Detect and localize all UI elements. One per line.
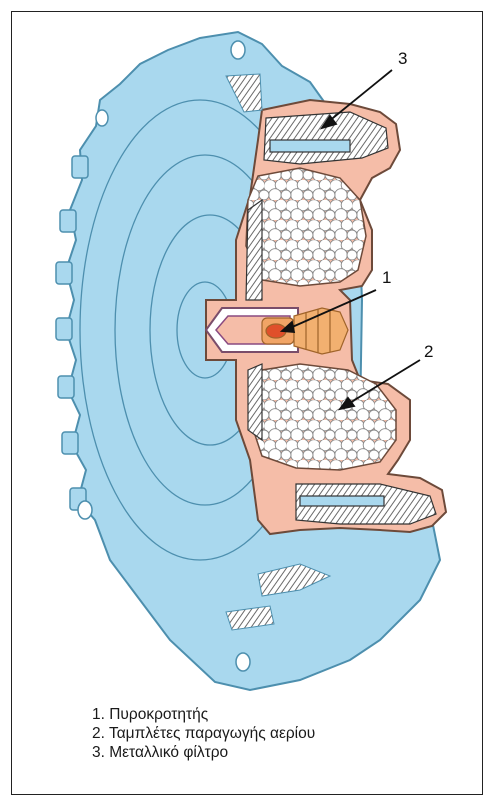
legend-item-metal-filter: 3. Μεταλλικό φίλτρο xyxy=(92,743,315,762)
pellet-chamber-lower xyxy=(250,364,396,470)
legend-item-igniter: 1. Πυροκροτητής xyxy=(92,705,315,724)
legend-item-gas-pellets: 2. Ταμπλέτες παραγωγής αερίου xyxy=(92,724,315,743)
callout-3: 3 xyxy=(398,49,407,68)
pellet-chamber-upper xyxy=(246,168,366,286)
callout-1: 1 xyxy=(382,268,391,287)
callout-2: 2 xyxy=(424,342,433,361)
legend-list: 1. Πυροκροτητής 2. Ταμπλέτες παραγωγής α… xyxy=(92,705,315,762)
